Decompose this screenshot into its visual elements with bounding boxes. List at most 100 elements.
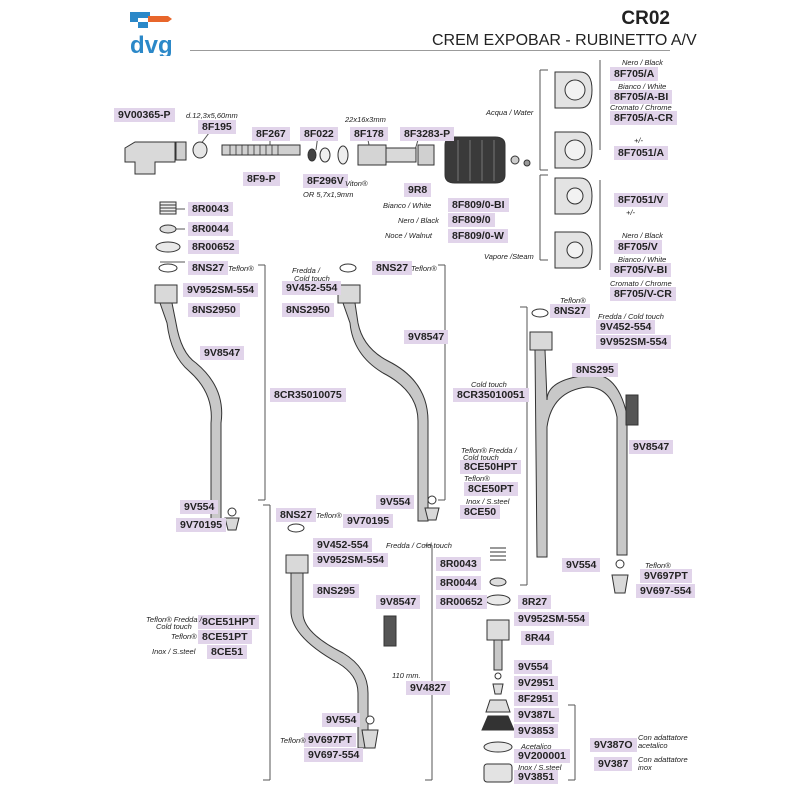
part-label: 8R44 bbox=[521, 631, 555, 645]
part-label: 8CE50PT bbox=[464, 482, 518, 496]
part-label: 9V697-554 bbox=[304, 748, 364, 762]
part-label: 8F705/A bbox=[610, 67, 659, 81]
note: Cold touch bbox=[463, 453, 499, 462]
part-label: 8CE50HPT bbox=[460, 460, 522, 474]
part-label: 9V697PT bbox=[640, 569, 692, 583]
part-label: 9V452-554 bbox=[313, 538, 373, 552]
part-label: 9V697-554 bbox=[636, 584, 696, 598]
note: Teflon® Fredda / bbox=[461, 446, 517, 455]
part-label: 8NS27 bbox=[372, 261, 413, 275]
part-label: 9V8547 bbox=[404, 330, 449, 344]
part-label: 9V952SM-554 bbox=[514, 612, 590, 626]
part-label: 9V452-554 bbox=[596, 320, 656, 334]
note: Acetalico bbox=[521, 742, 552, 751]
dvg-logo: dvg bbox=[128, 10, 188, 61]
part-label: 8R00652 bbox=[436, 595, 487, 609]
note: Acqua / Water bbox=[486, 108, 534, 117]
part-label: 8CE50 bbox=[460, 505, 501, 519]
part-label: 9V952SM-554 bbox=[596, 335, 672, 349]
note: inox bbox=[638, 763, 652, 772]
part-label: 9V70195 bbox=[176, 518, 227, 532]
note: Cromato / Chrome bbox=[610, 103, 672, 112]
brand-text: dvg bbox=[130, 32, 173, 56]
part-label: 9V554 bbox=[322, 713, 361, 727]
page-subtitle: CREM EXPOBAR - RUBINETTO A/V bbox=[432, 32, 697, 49]
note: Bianco / White bbox=[618, 255, 667, 264]
part-label: 8CR35010051 bbox=[453, 388, 529, 402]
part-label: 8F296V bbox=[303, 174, 348, 188]
note: Inox / S.steel bbox=[152, 647, 196, 656]
header-rule bbox=[190, 50, 670, 51]
note: Cromato / Chrome bbox=[610, 279, 672, 288]
part-label: 8F7051/V bbox=[614, 193, 668, 207]
part-label: 9V452-554 bbox=[282, 281, 342, 295]
part-label: 8F705/A-CR bbox=[610, 111, 677, 125]
part-label: 8R0044 bbox=[436, 576, 481, 590]
page-code: CR02 bbox=[621, 8, 670, 29]
note: OR 5,7x1,9mm bbox=[303, 190, 354, 199]
note: acetalico bbox=[638, 741, 668, 750]
part-label: 9V387O bbox=[590, 738, 637, 752]
note: Cold touch bbox=[471, 380, 507, 389]
part-label: 8F022 bbox=[300, 127, 338, 141]
part-label: 8F267 bbox=[252, 127, 290, 141]
part-label: 9V70195 bbox=[343, 514, 394, 528]
note: Bianco / White bbox=[383, 201, 432, 210]
part-label: 8F7051/A bbox=[614, 146, 669, 160]
part-label: 9V4827 bbox=[406, 681, 451, 695]
part-label: 9V8547 bbox=[629, 440, 674, 454]
note: Vapore /Steam bbox=[484, 252, 534, 261]
part-label: 8R0044 bbox=[188, 222, 233, 236]
part-label: 8NS27 bbox=[188, 261, 229, 275]
part-label: 8F809/0-BI bbox=[448, 198, 509, 212]
note: 110 mm. bbox=[392, 671, 421, 680]
part-label: 8NS295 bbox=[313, 584, 359, 598]
part-label: 9V3853 bbox=[514, 724, 559, 738]
note: Teflon® bbox=[280, 736, 306, 745]
part-label: 9V554 bbox=[180, 500, 219, 514]
note: Fredda / Cold touch bbox=[386, 541, 452, 550]
part-label: 9V697PT bbox=[304, 733, 356, 747]
part-label: 9V387 bbox=[594, 757, 633, 771]
part-label: 9V200001 bbox=[514, 749, 570, 763]
part-label: 9V952SM-554 bbox=[313, 553, 389, 567]
part-label: 8NS2950 bbox=[188, 303, 240, 317]
part-label: 8F195 bbox=[198, 120, 236, 134]
part-label: 8CE51PT bbox=[198, 630, 252, 644]
part-label: 8CE51 bbox=[207, 645, 248, 659]
part-label: 8NS2950 bbox=[282, 303, 334, 317]
part-label: 9V00365-P bbox=[114, 108, 175, 122]
note: Fredda / bbox=[292, 266, 320, 275]
part-label: 8F809/0-W bbox=[448, 229, 508, 243]
part-label: 8F705/V bbox=[614, 240, 662, 254]
part-label: 8CE51HPT bbox=[198, 615, 260, 629]
part-label: 8F809/0 bbox=[448, 213, 495, 227]
part-label: 8R0043 bbox=[436, 557, 481, 571]
note: Teflon® bbox=[316, 511, 342, 520]
note: Nero / Black bbox=[622, 231, 663, 240]
note: Teflon® Fredda / bbox=[146, 615, 202, 624]
part-label: 8F9-P bbox=[243, 172, 280, 186]
note: Teflon® bbox=[171, 632, 197, 641]
note: Nero / Black bbox=[622, 58, 663, 67]
part-label: 8NS27 bbox=[550, 304, 591, 318]
note: +/- bbox=[626, 208, 635, 217]
part-label: 8F705/V-BI bbox=[610, 263, 672, 277]
note: Inox / S.steel bbox=[466, 497, 510, 506]
note: Teflon® bbox=[411, 264, 437, 273]
part-label: 9V387L bbox=[514, 708, 559, 722]
note: Nero / Black bbox=[398, 216, 439, 225]
part-label: 8F705/A-BI bbox=[610, 90, 673, 104]
part-label: 8R27 bbox=[518, 595, 552, 609]
note: Viton® bbox=[345, 179, 368, 188]
note: Cold touch bbox=[294, 274, 330, 283]
note: Fredda / Cold touch bbox=[598, 312, 664, 321]
part-label: 9V2951 bbox=[514, 676, 559, 690]
part-label: 8R0043 bbox=[188, 202, 233, 216]
note: d.12,3x5,60mm bbox=[186, 111, 238, 120]
note: Cold touch bbox=[156, 622, 192, 631]
note: Teflon® bbox=[560, 296, 586, 305]
part-label: 8F2951 bbox=[514, 692, 558, 706]
note: +/- bbox=[634, 136, 643, 145]
